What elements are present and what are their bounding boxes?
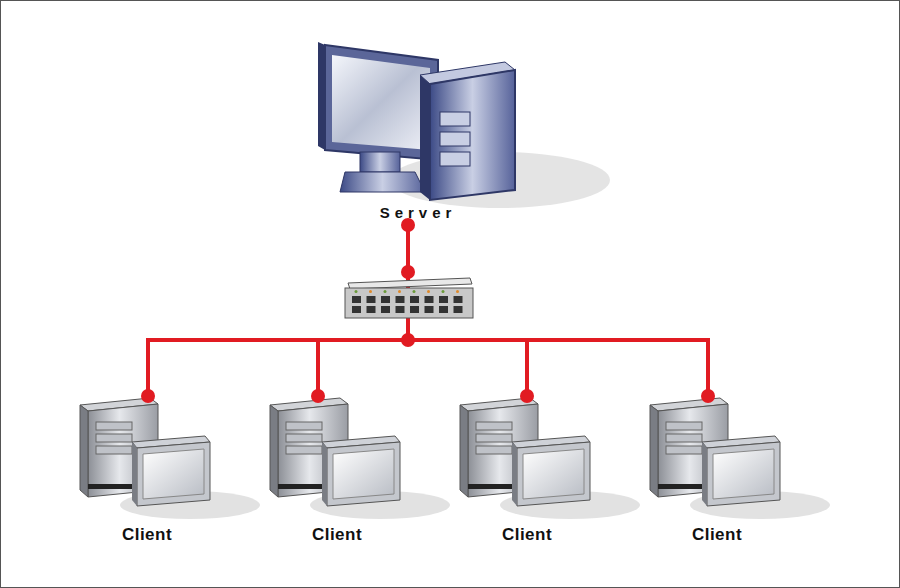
client-computer: [460, 398, 640, 519]
connection-dot: [401, 333, 415, 347]
client-computer: [270, 398, 450, 519]
server-computer: [318, 42, 610, 208]
client-node: Client: [266, 393, 408, 549]
node-label: Client: [122, 525, 172, 545]
connection-dot: [141, 389, 155, 403]
node-label: Client: [502, 525, 552, 545]
connection-dot: [401, 265, 415, 279]
client-node: Client: [646, 393, 788, 549]
client-computer: [80, 398, 260, 519]
network-cable: [148, 225, 408, 393]
node-label: Server: [380, 204, 457, 221]
node-label: Client: [692, 525, 742, 545]
client-node: Client: [76, 393, 218, 549]
connection-dot: [701, 389, 715, 403]
client-computer: [650, 398, 830, 519]
client-node: Client: [456, 393, 598, 549]
node-label: Client: [312, 525, 362, 545]
connection-dot: [520, 389, 534, 403]
network-switch: [345, 278, 473, 318]
connection-dot: [311, 389, 325, 403]
server-node: Server: [318, 38, 518, 225]
